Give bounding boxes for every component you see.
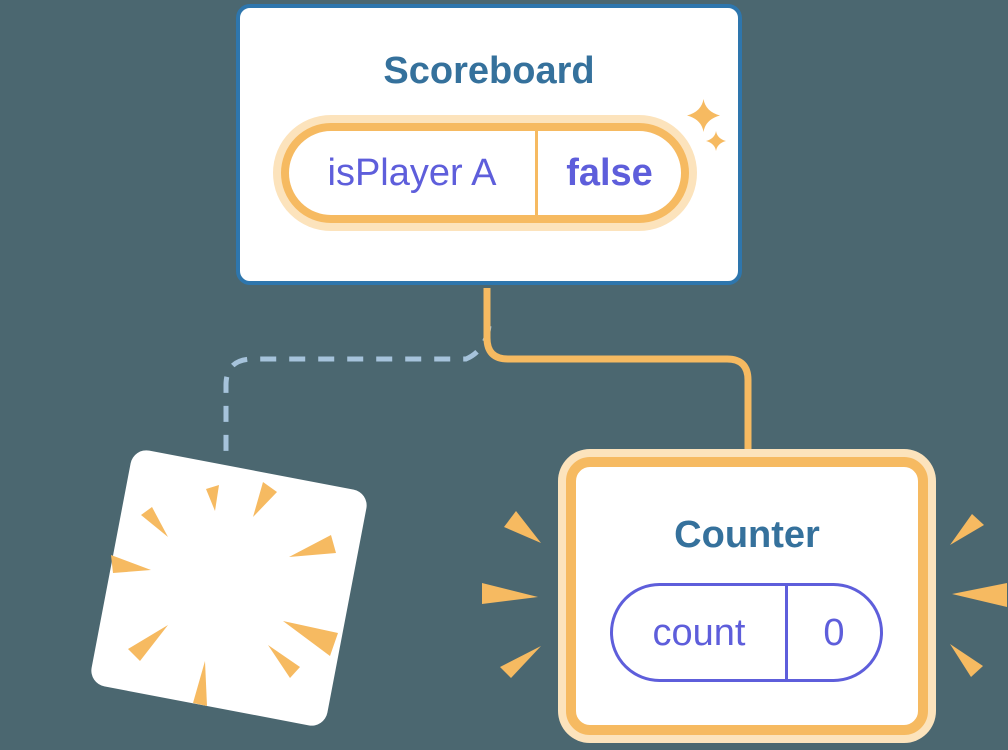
sparkles-icon bbox=[687, 99, 726, 151]
poof-ray bbox=[141, 507, 168, 537]
counter-state-pill: count 0 bbox=[610, 583, 883, 682]
sparkle-small bbox=[706, 131, 726, 151]
poof-ray bbox=[111, 555, 151, 573]
sparkle-large bbox=[687, 99, 720, 132]
emphasis-marks-left bbox=[482, 511, 541, 678]
state-key: isPlayer A bbox=[327, 152, 497, 194]
emphasis-mark bbox=[500, 646, 541, 678]
emphasis-mark bbox=[950, 514, 984, 545]
emphasis-mark bbox=[950, 644, 983, 677]
scoreboard-state-pill: isPlayer A false bbox=[281, 123, 689, 223]
pill-divider bbox=[535, 131, 538, 215]
scoreboard-card: Scoreboard isPlayer A false bbox=[236, 4, 742, 285]
counter-card: Counter count 0 bbox=[566, 457, 928, 735]
emphasis-mark bbox=[952, 583, 1007, 607]
poof-ray bbox=[206, 485, 219, 511]
counter-title: Counter bbox=[674, 514, 820, 556]
pill-divider bbox=[785, 586, 788, 679]
poof-ray bbox=[128, 625, 168, 661]
emphasis-mark bbox=[504, 511, 541, 543]
poof-ray bbox=[253, 482, 277, 517]
poof-ray bbox=[193, 661, 207, 706]
dashed-connector-line bbox=[223, 325, 492, 461]
solid-connector-line bbox=[483, 288, 752, 450]
emphasis-mark bbox=[482, 583, 538, 604]
poof-ray bbox=[268, 645, 300, 678]
state-value: false bbox=[566, 152, 653, 194]
poof-ray bbox=[283, 621, 338, 656]
emphasis-marks-right bbox=[950, 514, 1007, 677]
poof-burst-icon bbox=[111, 482, 338, 706]
scoreboard-title: Scoreboard bbox=[383, 50, 595, 92]
state-value: 0 bbox=[823, 611, 845, 654]
state-key: count bbox=[652, 611, 746, 654]
poof-ray bbox=[289, 535, 336, 557]
